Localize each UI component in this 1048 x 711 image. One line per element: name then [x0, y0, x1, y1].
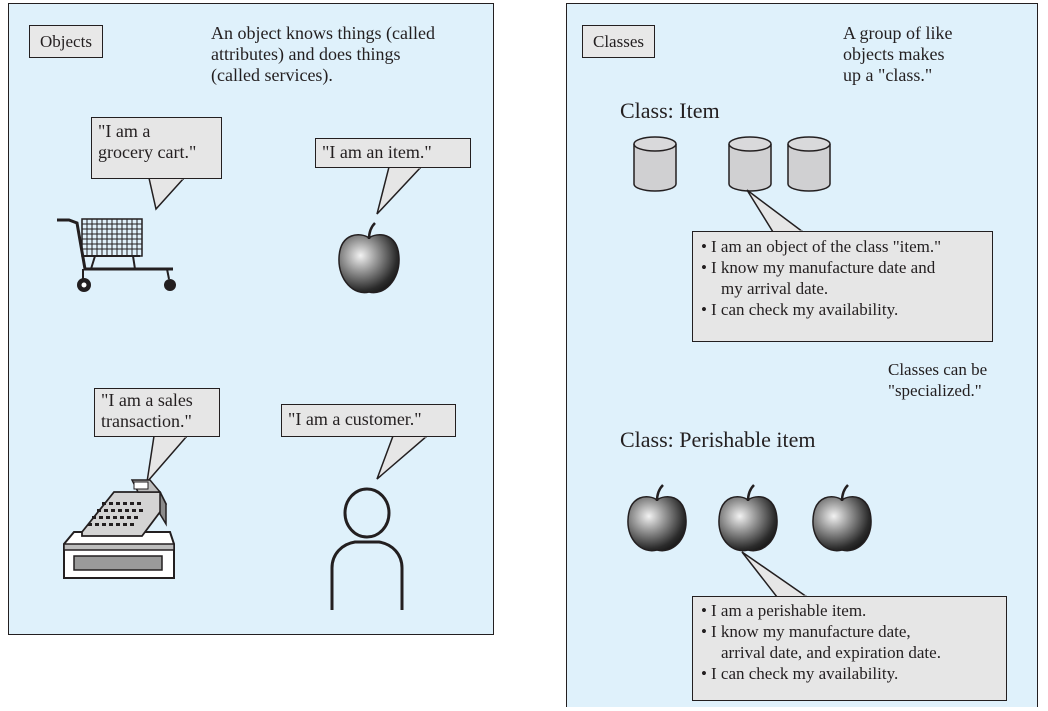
cash-register-icon: [63, 479, 175, 579]
item-speech-bubble: "I am an item.": [315, 138, 471, 168]
bullet-text: I can check my availability.: [711, 664, 899, 683]
bullet-item: •I can check my availability.: [701, 663, 998, 684]
apple-icon: [338, 222, 400, 294]
bullet-item: •I can check my availability.: [701, 299, 984, 320]
perishable-bullet-box: •I am a perishable item. •I know my manu…: [692, 596, 1007, 701]
bullet-dot: •: [701, 664, 707, 683]
objects-panel: Objects An object knows things (called a…: [8, 3, 494, 635]
perishable-apples: [627, 484, 872, 552]
bullet-item: •I know my manufacture date and: [701, 257, 984, 278]
bullet-dot: •: [701, 258, 707, 277]
bubble-line: "I am a customer.": [288, 409, 422, 429]
bubble-line: "I am a sales: [101, 390, 193, 410]
objects-intro-line: attributes) and does things: [211, 44, 401, 64]
bullet-item: •I am a perishable item.: [701, 600, 998, 621]
person-icon: [330, 487, 404, 610]
specialized-note: Classes can be "specialized.": [888, 359, 1028, 401]
classes-panel: Classes A group of like objects makes up…: [566, 3, 1038, 707]
bullet-text: I know my manufacture date and: [711, 258, 936, 277]
grocery-cart-icon: [57, 218, 176, 292]
objects-intro-line: An object knows things (called: [211, 23, 435, 43]
classes-tag: Classes: [582, 25, 655, 58]
objects-intro-line: (called services).: [211, 65, 333, 85]
bullet-text: my arrival date.: [721, 279, 829, 298]
bubble-line: "I am a: [98, 121, 151, 141]
bullet-dot: •: [701, 237, 707, 256]
specialized-line: "specialized.": [888, 381, 982, 400]
cylinder-icon: [728, 136, 772, 192]
bullet-dot: •: [701, 300, 707, 319]
classes-intro-note: A group of like objects makes up a "clas…: [843, 23, 1003, 86]
classes-intro-line: A group of like: [843, 23, 953, 43]
classes-intro-line: up a "class.": [843, 65, 933, 85]
objects-intro-note: An object knows things (called attribute…: [211, 23, 491, 86]
bubble-line: "I am an item.": [322, 142, 432, 162]
bullet-text: I can check my availability.: [711, 300, 899, 319]
bullet-text: I know my manufacture date,: [711, 622, 911, 641]
bullet-text: arrival date, and expiration date.: [721, 643, 941, 662]
bullet-text: I am an object of the class "item.": [711, 237, 942, 256]
apple-icon: [627, 484, 687, 552]
apple-icon: [718, 484, 778, 552]
bullet-item: •I am an object of the class "item.": [701, 236, 984, 257]
bullet-item: my arrival date.: [701, 278, 984, 299]
sales-speech-bubble: "I am a sales transaction.": [94, 388, 220, 437]
class-item-label: Class: Item: [620, 98, 720, 123]
specialized-line: Classes can be: [888, 360, 988, 379]
bullet-dot: •: [701, 622, 707, 641]
item-bullet-box: •I am an object of the class "item." •I …: [692, 231, 993, 342]
item-cylinders: [633, 136, 831, 192]
bullet-item: arrival date, and expiration date.: [701, 642, 998, 663]
cylinder-icon: [633, 136, 677, 192]
classes-intro-line: objects makes: [843, 44, 945, 64]
bullet-text: I am a perishable item.: [711, 601, 867, 620]
objects-tag: Objects: [29, 25, 103, 58]
customer-speech-bubble: "I am a customer.": [281, 404, 456, 437]
cart-speech-bubble: "I am a grocery cart.": [91, 117, 222, 179]
bubble-line: transaction.": [101, 411, 192, 431]
bullet-dot: •: [701, 601, 707, 620]
class-perishable-label: Class: Perishable item: [620, 427, 816, 452]
apple-icon: [812, 484, 872, 552]
cylinder-icon: [787, 136, 831, 192]
bubble-line: grocery cart.": [98, 142, 197, 162]
bullet-item: •I know my manufacture date,: [701, 621, 998, 642]
